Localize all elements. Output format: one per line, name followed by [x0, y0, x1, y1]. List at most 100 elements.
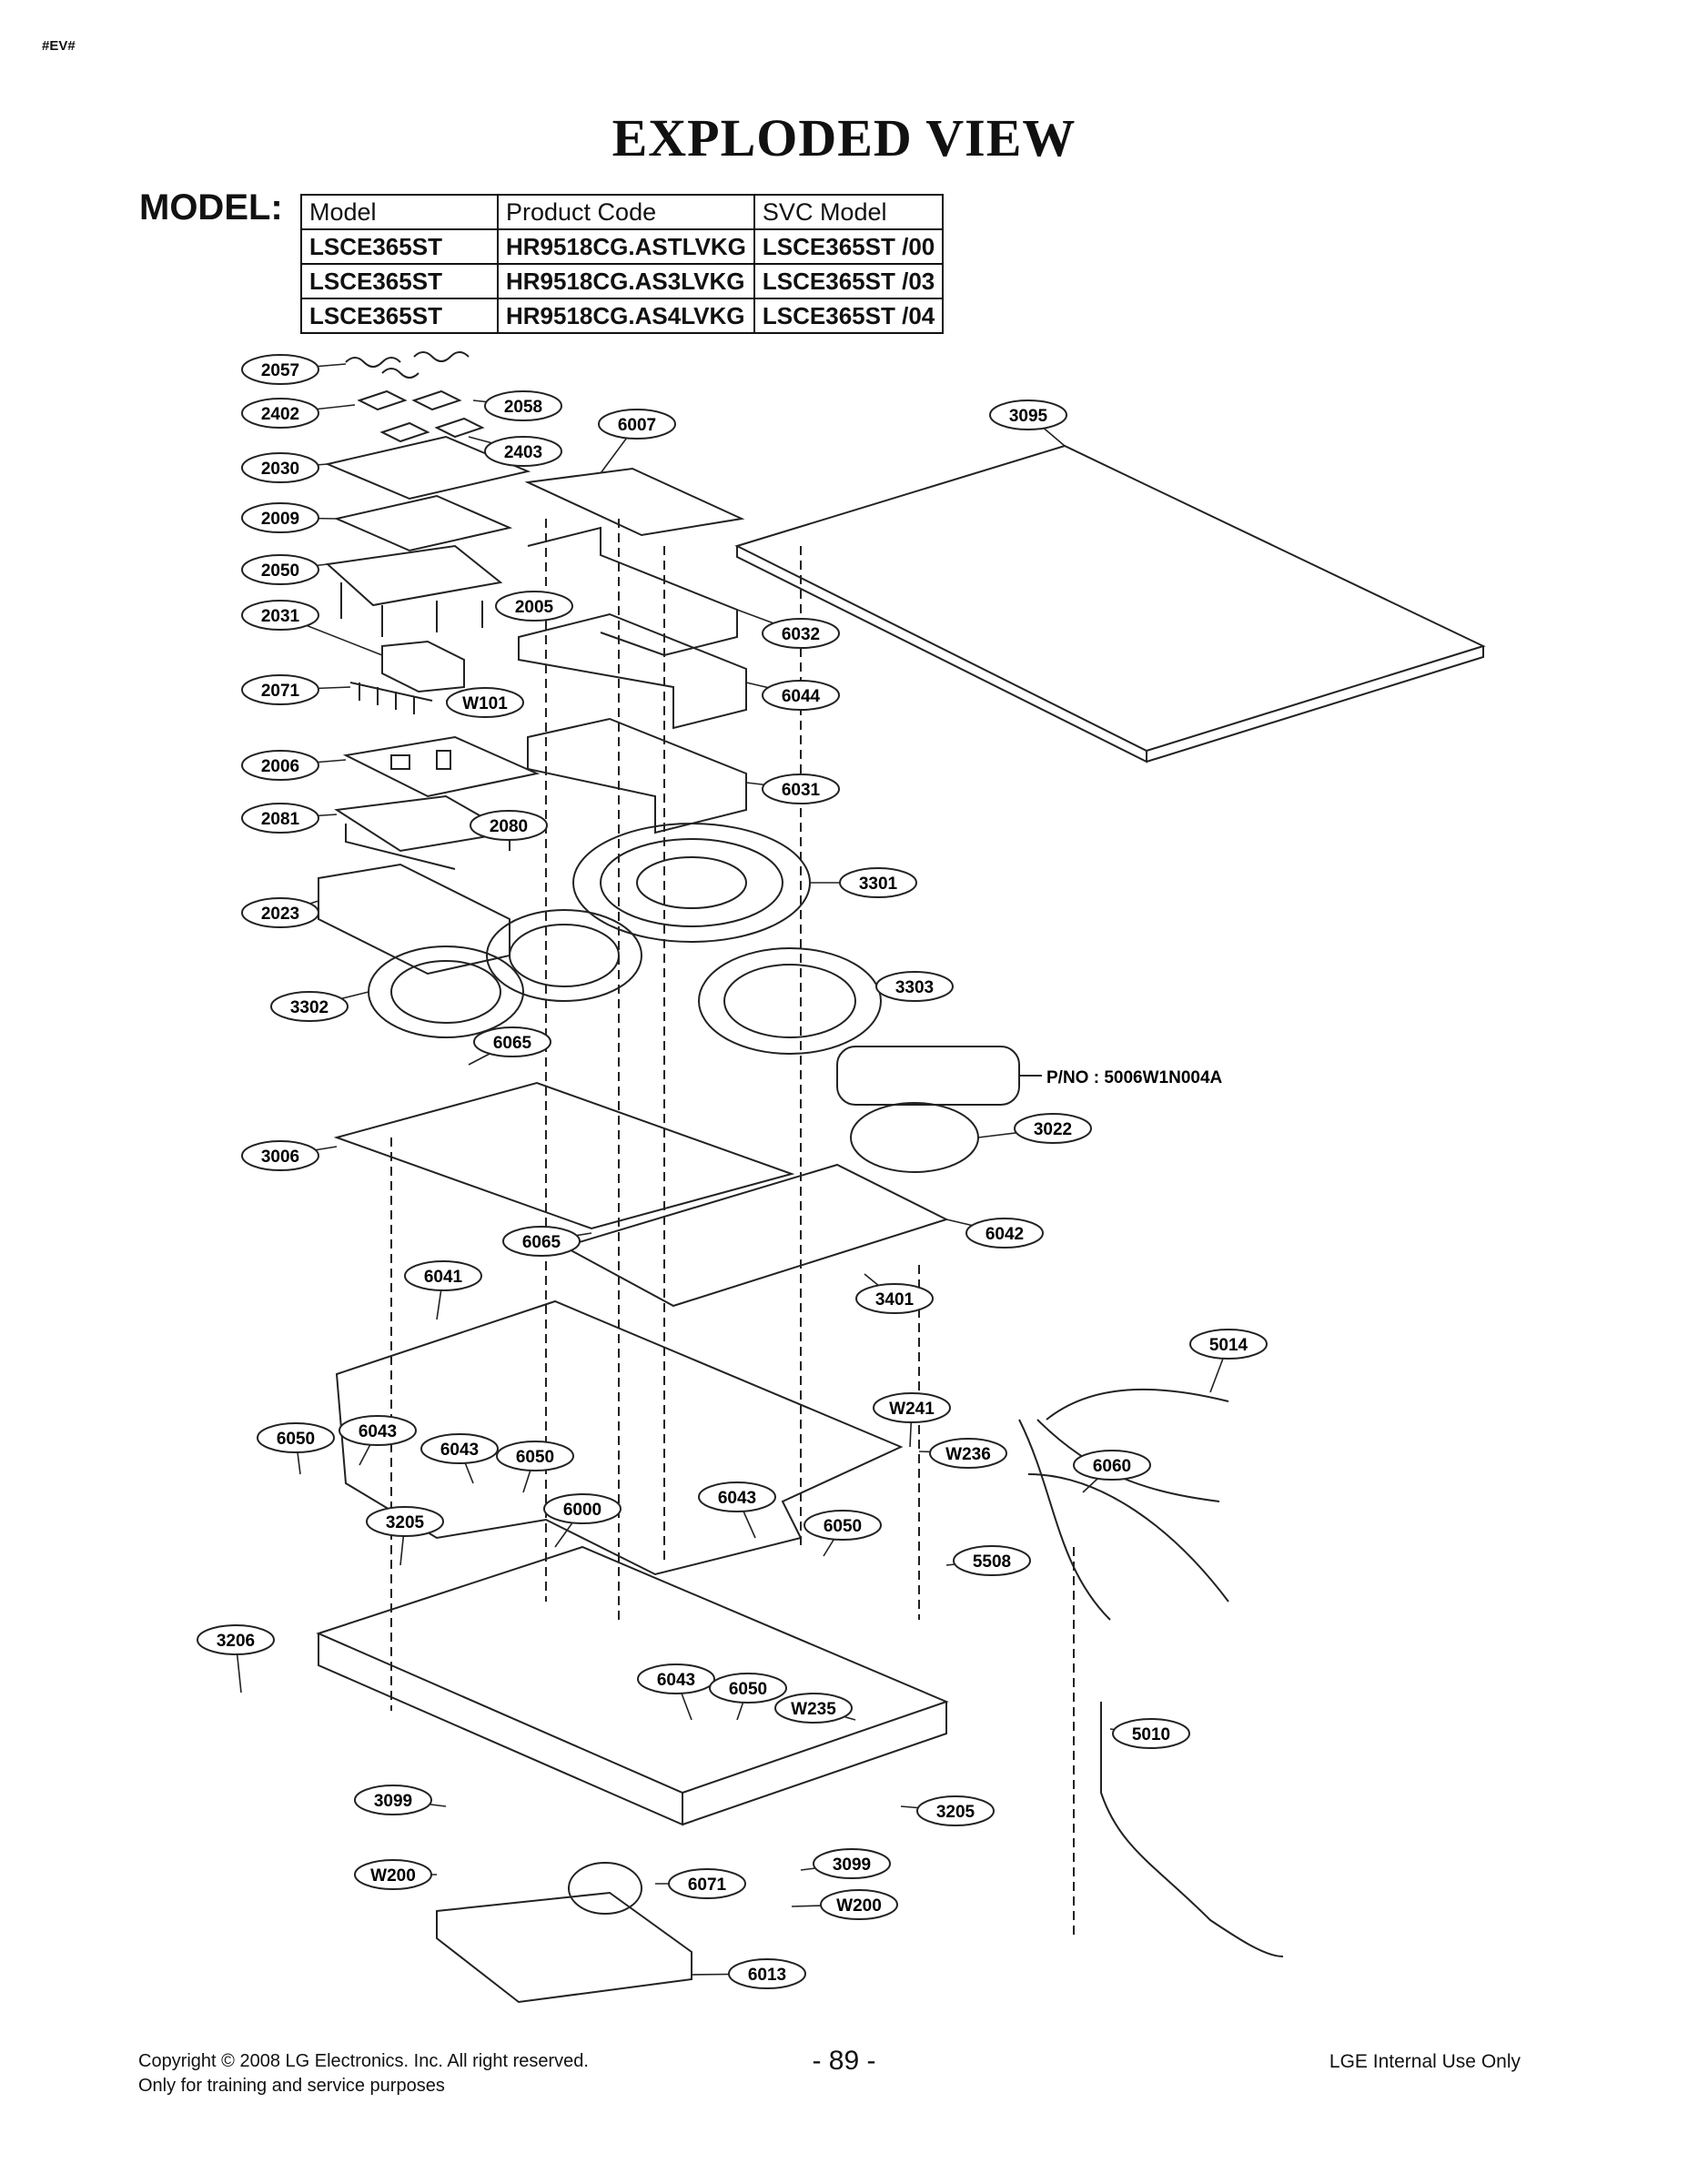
- callout-label: 2031: [261, 607, 300, 626]
- callout-label: 3302: [290, 998, 329, 1017]
- callout-label: 6050: [729, 1680, 767, 1699]
- callout-2081: 2081: [241, 803, 338, 834]
- callout-2030: 2030: [241, 452, 329, 483]
- part-3303-element: [698, 947, 882, 1055]
- callout-bubble: [762, 680, 840, 711]
- callout-bubble: [354, 1785, 432, 1815]
- callout-bubble: [929, 1438, 1007, 1469]
- callout-label: 3206: [217, 1632, 255, 1651]
- callout-label: 6071: [688, 1876, 727, 1895]
- part-2030-plate: [324, 435, 531, 500]
- part-3301-coil-inner: [636, 856, 747, 909]
- callout-5014: 5014: [1189, 1329, 1268, 1393]
- callout-label: 3205: [936, 1803, 975, 1822]
- part-6032-bracket: [527, 526, 738, 657]
- callout-label: 6043: [440, 1441, 479, 1460]
- table-row: LSCE365ST HR9518CG.ASTLVKG LSCE365ST /00: [300, 228, 945, 265]
- callout-bubble: [366, 1506, 444, 1537]
- header-svc-model: SVC Model: [753, 194, 945, 230]
- part-6060-harness: [1018, 1388, 1229, 1621]
- callout-bubble: [1112, 1718, 1190, 1749]
- callout-bubble: [339, 1415, 417, 1446]
- part-2031-block: [381, 640, 465, 693]
- callout-label: 3022: [1034, 1120, 1072, 1139]
- callout-label: 6032: [782, 625, 820, 644]
- callout-bubble: [354, 1859, 432, 1890]
- callout-bubble: [197, 1624, 275, 1655]
- callout-label: 6050: [516, 1448, 554, 1467]
- callout-bubble: [241, 354, 319, 385]
- callout-label: W241: [889, 1400, 935, 1419]
- callout-label: 2030: [261, 460, 299, 479]
- callout-2403: 2403: [468, 436, 562, 467]
- callout-w236: W236: [918, 1438, 1007, 1469]
- part-knob-cluster: [357, 389, 485, 443]
- callout-label: W236: [945, 1445, 991, 1464]
- corner-tag: #EV#: [42, 38, 76, 54]
- callout-label: 2050: [261, 561, 299, 581]
- callout-bubble: [668, 1868, 746, 1899]
- callout-6013: 6013: [691, 1958, 806, 1989]
- cell-model: LSCE365ST: [300, 298, 499, 334]
- part-5010-power-cord: [1100, 1702, 1284, 1957]
- callout-label: 6065: [522, 1233, 561, 1252]
- callout-6031: 6031: [745, 774, 840, 804]
- callout-label: 3095: [1009, 407, 1048, 426]
- callout-label: 3303: [895, 978, 934, 997]
- callout-5508: 5508: [945, 1545, 1031, 1576]
- part-6044-bracket: [518, 612, 747, 730]
- callout-bubble: [804, 1510, 882, 1541]
- callout-label: 6042: [986, 1225, 1024, 1244]
- callout-label: 6041: [424, 1268, 463, 1287]
- callout-label: 3401: [875, 1290, 915, 1309]
- callout-label: 2023: [261, 905, 299, 924]
- callout-bubble: [241, 502, 319, 533]
- callout-6050: 6050: [709, 1673, 787, 1721]
- cell-product-code: HR9518CG.ASTLVKG: [497, 228, 755, 265]
- callout-bubble: [420, 1433, 499, 1464]
- cell-product-code: HR9518CG.AS3LVKG: [497, 263, 755, 299]
- callout-bubble: [1073, 1450, 1151, 1481]
- callout-bubble: [989, 399, 1067, 430]
- part-number-label: P/NO : 5006W1N004A: [1019, 1068, 1223, 1087]
- model-table: Model Product Code SVC Model LSCE365ST H…: [300, 194, 945, 334]
- part-3302-coil-right: [509, 924, 620, 987]
- footer-copyright: Copyright © 2008 LG Electronics. Inc. Al…: [138, 2049, 589, 2098]
- callout-label: 2057: [261, 361, 299, 380]
- callout-bubble: [241, 600, 319, 631]
- callout-3006: 3006: [241, 1140, 338, 1171]
- callout-6043: 6043: [420, 1433, 499, 1484]
- part-drawings: [316, 351, 1486, 2004]
- callout-3205: 3205: [900, 1795, 995, 1826]
- callout-3099: 3099: [354, 1785, 447, 1815]
- part-6007-trim: [524, 467, 745, 537]
- callout-5010: 5010: [1109, 1718, 1190, 1749]
- callout-w241: W241: [873, 1392, 951, 1448]
- callout-bubble: [820, 1889, 898, 1920]
- callout-2005: 2005: [495, 591, 573, 622]
- callout-2009: 2009: [241, 502, 338, 533]
- callout-w200: W200: [791, 1889, 898, 1920]
- callout-bubble: [446, 687, 524, 718]
- callout-label: 6043: [657, 1671, 695, 1690]
- part-gasket-5006W1N004A: [836, 1046, 1020, 1106]
- callout-6043: 6043: [339, 1415, 417, 1466]
- callout-2058: 2058: [472, 390, 562, 421]
- callout-label: 3205: [386, 1513, 425, 1532]
- callout-3302: 3302: [270, 991, 369, 1022]
- callout-2050: 2050: [241, 554, 329, 585]
- callout-6050: 6050: [804, 1510, 882, 1557]
- part-2071-terminals: [349, 682, 433, 714]
- callout-bubble: [502, 1226, 581, 1257]
- part-3095-glass-top: [734, 444, 1486, 763]
- callout-bubble: [1189, 1329, 1268, 1360]
- callout-label: 3006: [261, 1148, 299, 1167]
- callout-bubble: [855, 1283, 934, 1314]
- part-6031-bracket: [527, 717, 747, 834]
- assembly-guide-lines: [390, 519, 1075, 1938]
- callout-bubble: [241, 452, 319, 483]
- part-3022-ring: [850, 1102, 979, 1173]
- callout-2006: 2006: [241, 750, 347, 781]
- callout-6050: 6050: [257, 1422, 335, 1475]
